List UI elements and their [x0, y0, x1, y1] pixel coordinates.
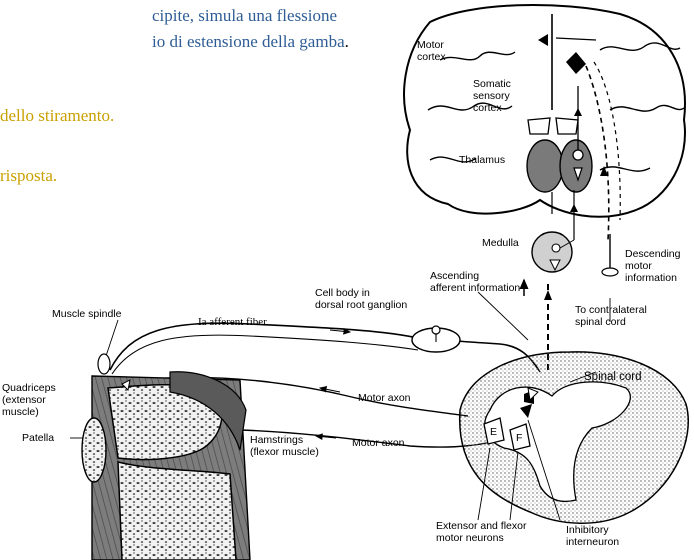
label-ascending-1: Ascending [430, 270, 479, 282]
label-motor-axon-2: Motor axon [352, 437, 405, 449]
label-ia-afferent: Ia afferent fiber [198, 316, 267, 328]
label-extensor-flexor-2: motor neurons [436, 532, 504, 544]
label-somatic-2: sensory [473, 90, 510, 102]
label-somatic-3: cortex [473, 102, 502, 114]
label-inhibitory-2: interneuron [566, 536, 619, 548]
label-quadriceps-1: Quadriceps [2, 382, 56, 394]
label-descending-2: motor [625, 260, 652, 272]
label-neuron-e: E [490, 426, 497, 438]
label-hamstrings-1: Hamstrings [250, 434, 303, 446]
label-neuron-f: F [516, 432, 522, 444]
label-patella: Patella [22, 432, 54, 444]
label-motor-cortex-2: cortex [417, 51, 446, 63]
label-quadriceps-2: (extensor [2, 394, 46, 406]
label-ascending-2: afferent information [430, 282, 520, 294]
label-cell-body-2: dorsal root ganglion [315, 299, 407, 311]
label-medulla: Medulla [482, 237, 519, 249]
label-thalamus: Thalamus [459, 154, 505, 166]
label-somatic-1: Somatic [473, 78, 511, 90]
label-spinal-cord: Spinal cord [584, 371, 642, 383]
label-contralateral-2: spinal cord [575, 316, 626, 328]
label-motor-cortex-1: Motor [417, 39, 444, 51]
label-hamstrings-2: (flexor muscle) [250, 446, 319, 458]
label-inhibitory-1: Inhibitory [566, 524, 609, 536]
label-descending-3: information [625, 272, 677, 284]
label-cell-body-1: Cell body in [315, 287, 370, 299]
label-contralateral-1: To contralateral [575, 304, 647, 316]
label-motor-axon-1: Motor axon [358, 392, 411, 404]
label-descending-1: Descending [625, 248, 680, 260]
label-quadriceps-3: muscle) [2, 406, 39, 418]
label-muscle-spindle: Muscle spindle [52, 308, 121, 320]
knee-joint [82, 354, 250, 560]
label-extensor-flexor-1: Extensor and flexor [436, 520, 526, 532]
